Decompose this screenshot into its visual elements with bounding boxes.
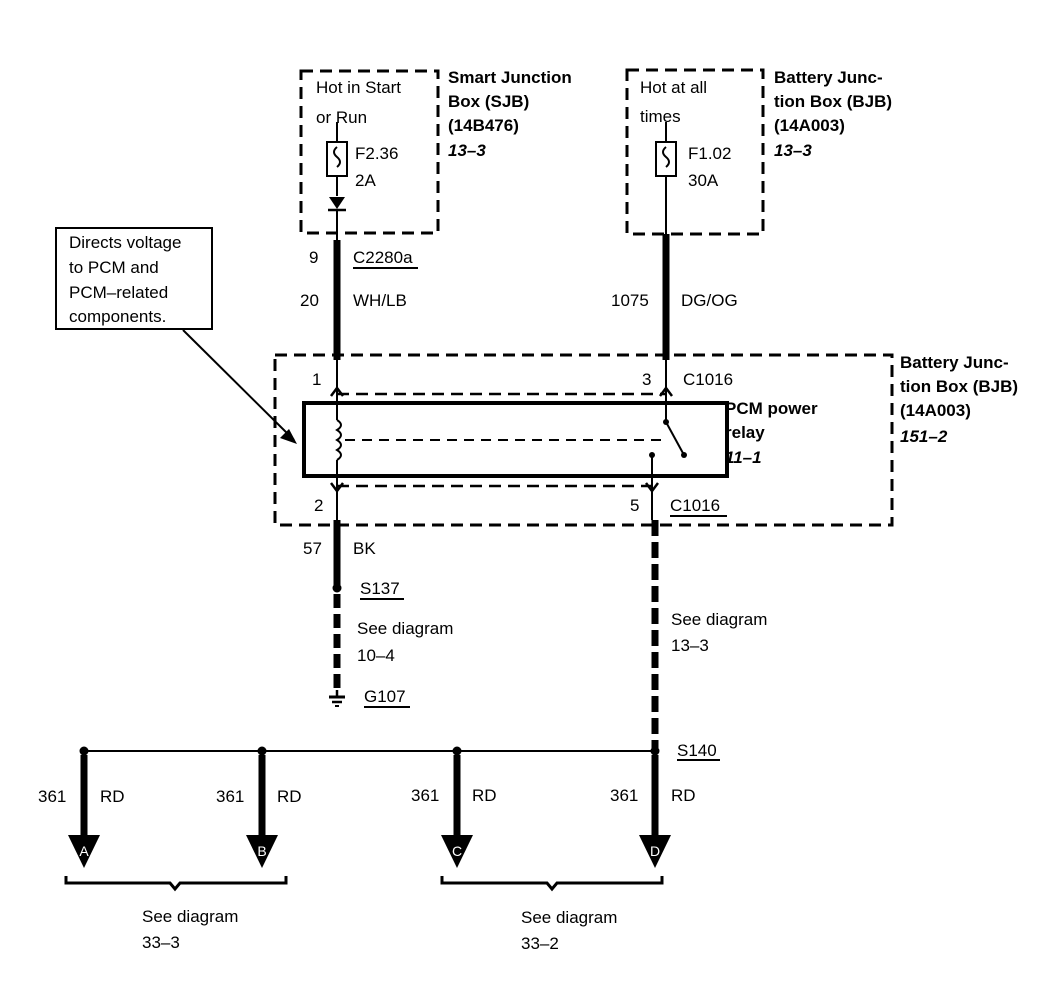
relay-pin-3: 3 <box>642 370 651 389</box>
sjb-note-2: or Run <box>316 108 367 127</box>
sjb-title-3: (14B476) <box>448 116 519 135</box>
ref-ab-1: See diagram <box>142 907 238 926</box>
sjb-ref: 13–3 <box>448 141 486 160</box>
bjb-top-note-1: Hot at all <box>640 78 707 97</box>
connector-a-icon <box>68 835 100 868</box>
bjb-fuse-label: F1.02 <box>688 144 731 163</box>
bjb-main-title-2: tion Box (BJB) <box>900 377 1018 396</box>
sjb-fuse-element <box>333 146 341 168</box>
bjb-top-ref: 13–3 <box>774 141 812 160</box>
g107-label: G107 <box>364 687 406 706</box>
relay-connector-top: C1016 <box>683 370 733 389</box>
branch-c: C 361 RD <box>411 755 497 868</box>
bjb-top-title-3: (14A003) <box>774 116 845 135</box>
branch-d-color: RD <box>671 786 696 805</box>
ground-color: BK <box>353 539 376 558</box>
callout-arrow-line <box>182 329 295 441</box>
bjb-main-title-1: Battery Junc- <box>900 353 1009 372</box>
connector-b-letter: B <box>257 843 266 859</box>
relay-label-1: PCM power <box>725 399 818 418</box>
bjb-top-box <box>625 68 765 236</box>
ref-cd-1: See diagram <box>521 908 617 927</box>
connector-a-letter: A <box>79 843 89 859</box>
c2280a-pin: 9 <box>309 248 318 267</box>
callout-3: PCM–related <box>69 283 168 302</box>
ground-see-2: 10–4 <box>357 646 395 665</box>
sjb-fuse-label: F2.36 <box>355 144 398 163</box>
branch-c-color: RD <box>472 786 497 805</box>
bjb-fuse-rating: 30A <box>688 171 719 190</box>
relay-connector-bottom: C1016 <box>670 496 720 515</box>
sjb-title-2: Box (SJB) <box>448 92 529 111</box>
diode-icon <box>329 197 345 209</box>
switch-contact-nc <box>681 452 687 458</box>
relay-pin-5: 5 <box>630 496 639 515</box>
ref-ab-2: 33–3 <box>142 933 180 952</box>
s137-splice-dot <box>332 583 342 593</box>
bjb-main-box <box>273 353 894 527</box>
s140-label: S140 <box>677 741 717 760</box>
branch-d: D 361 RD <box>610 755 696 868</box>
branch-b-circuit: 361 <box>216 787 244 806</box>
branch-c-circuit: 361 <box>411 786 439 805</box>
left-circuit: 20 <box>300 291 319 310</box>
bjb-top-title-2: tion Box (BJB) <box>774 92 892 111</box>
relay-switch-icon <box>665 421 685 456</box>
bjb-top-note-2: times <box>640 107 681 126</box>
left-color: WH/LB <box>353 291 407 310</box>
ground-see-1: See diagram <box>357 619 453 638</box>
bus-dot-c <box>452 746 462 756</box>
s140-splice-dot <box>650 746 660 756</box>
relay-pin-1: 1 <box>312 370 321 389</box>
branch-a-color: RD <box>100 787 125 806</box>
bjb-main-title-3: (14A003) <box>900 401 971 420</box>
bjb-top-title-1: Battery Junc- <box>774 68 883 87</box>
branch-d-circuit: 361 <box>610 786 638 805</box>
sjb-box <box>299 69 440 235</box>
callout-2: to PCM and <box>69 258 159 277</box>
bus-dot-a <box>79 746 89 756</box>
branch-b-color: RD <box>277 787 302 806</box>
branch-a-circuit: 361 <box>38 787 66 806</box>
connector-d-icon <box>639 835 671 868</box>
ref-cd-2: 33–2 <box>521 934 559 953</box>
ground-icon <box>329 690 345 707</box>
right-circuit: 1075 <box>611 291 649 310</box>
c2280a-connector: C2280a <box>353 248 413 267</box>
connector-b-icon <box>246 835 278 868</box>
s137-label: S137 <box>360 579 400 598</box>
output-see-1: See diagram <box>671 610 767 629</box>
sjb-note-1: Hot in Start <box>316 78 401 97</box>
callout-arrowhead <box>280 429 297 444</box>
relay-label-2: relay <box>725 423 765 442</box>
connector-c-letter: C <box>452 843 462 859</box>
relay-coil-icon <box>335 419 342 461</box>
callout-1: Directs voltage <box>69 233 181 252</box>
relay-pin-2: 2 <box>314 496 323 515</box>
bjb-fuse-element <box>662 146 670 168</box>
output-see-2: 13–3 <box>671 636 709 655</box>
brace-cd <box>440 876 664 892</box>
bus-dot-b <box>257 746 267 756</box>
relay-ref: 11–1 <box>725 448 762 467</box>
bjb-main-ref: 151–2 <box>900 427 948 446</box>
sjb-title-1: Smart Junction <box>448 68 572 87</box>
callout-box <box>55 227 213 330</box>
connector-c-icon <box>441 835 473 868</box>
branch-a: A 361 RD <box>38 755 125 868</box>
connector-d-letter: D <box>650 843 660 859</box>
callout-4: components. <box>69 307 166 326</box>
ground-circuit: 57 <box>303 539 322 558</box>
right-color: DG/OG <box>681 291 738 310</box>
brace-ab <box>64 876 288 892</box>
sjb-fuse-rating: 2A <box>355 171 376 190</box>
branch-b: B 361 RD <box>216 755 302 868</box>
